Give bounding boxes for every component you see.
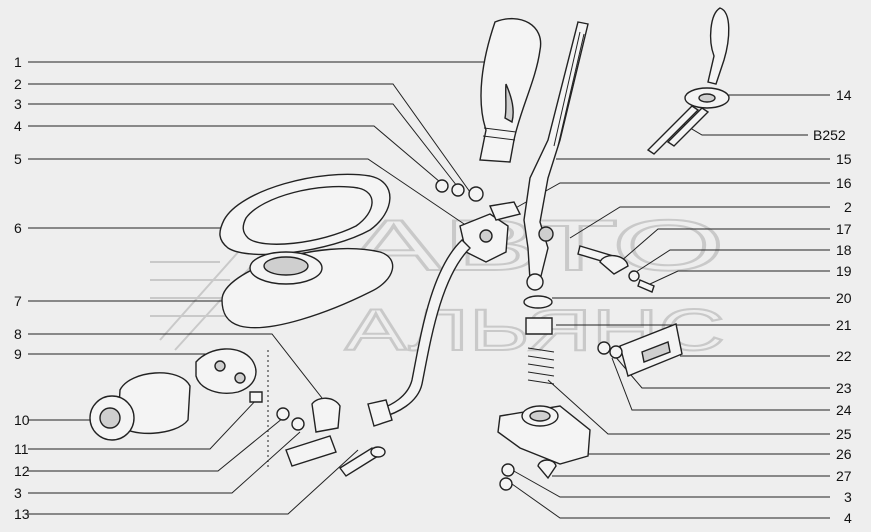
callout-3: 3 — [14, 96, 22, 112]
callout-9: 9 — [14, 346, 22, 362]
part-6-gasket — [219, 173, 391, 256]
callout-19: 19 — [836, 263, 852, 279]
callout-5: 5 — [14, 151, 22, 167]
part-7-boot-cover — [221, 247, 394, 329]
callout-24: 24 — [836, 402, 852, 418]
callout-2-right: 2 — [844, 199, 852, 215]
callout-20: 20 — [836, 290, 852, 306]
callout-7: 7 — [14, 293, 22, 309]
callout-6: 6 — [14, 220, 22, 236]
callout-12: 12 — [14, 463, 30, 479]
callout-23: 23 — [836, 380, 852, 396]
callout-4-right: 4 — [844, 510, 852, 526]
callout-3-lower: 3 — [14, 485, 22, 501]
callout-21: 21 — [836, 317, 852, 333]
callout-16: 16 — [836, 175, 852, 191]
part-20-21-22-spring-block — [523, 295, 683, 385]
part-10-bushing — [89, 372, 191, 441]
callout-8: 8 — [14, 326, 22, 342]
part-17-18-19-bolt-bracket — [577, 245, 655, 293]
part-2-3-4-washers-top — [435, 179, 522, 221]
callout-14: 14 — [836, 87, 852, 103]
callout-26: 26 — [836, 446, 852, 462]
part-26-base-housing — [497, 405, 591, 465]
callout-22: 22 — [836, 348, 852, 364]
part-5-bracket — [459, 213, 509, 263]
part-1-shift-knob — [479, 17, 542, 163]
part-9-ball-joint — [195, 348, 257, 394]
callout-1: 1 — [14, 54, 22, 70]
callout-10: 10 — [14, 412, 30, 428]
callout-15: 15 — [836, 151, 852, 167]
callout-18: 18 — [836, 242, 852, 258]
callout-25: 25 — [836, 426, 852, 442]
callout-17: 17 — [836, 221, 852, 237]
callouts-right: 14 B252 15 16 2 17 18 19 20 21 22 23 24 … — [813, 87, 852, 526]
leader-lines — [28, 61, 830, 519]
callouts-left: 1 2 3 4 5 6 7 8 9 10 11 12 3 13 — [14, 54, 30, 522]
callout-11: 11 — [14, 441, 29, 457]
callout-b252: B252 — [813, 127, 846, 143]
part-15-shift-lever — [523, 21, 589, 291]
part-14-lever-assembly — [646, 7, 730, 155]
callout-27: 27 — [836, 468, 852, 484]
callout-4: 4 — [14, 118, 22, 134]
callout-13: 13 — [14, 506, 30, 522]
part-curved-rod — [367, 239, 471, 427]
part-27-3-4-small-parts — [499, 459, 557, 491]
part-11-12-13-fasteners — [249, 391, 386, 477]
callout-3-right: 3 — [844, 489, 852, 505]
callout-2: 2 — [14, 76, 22, 92]
